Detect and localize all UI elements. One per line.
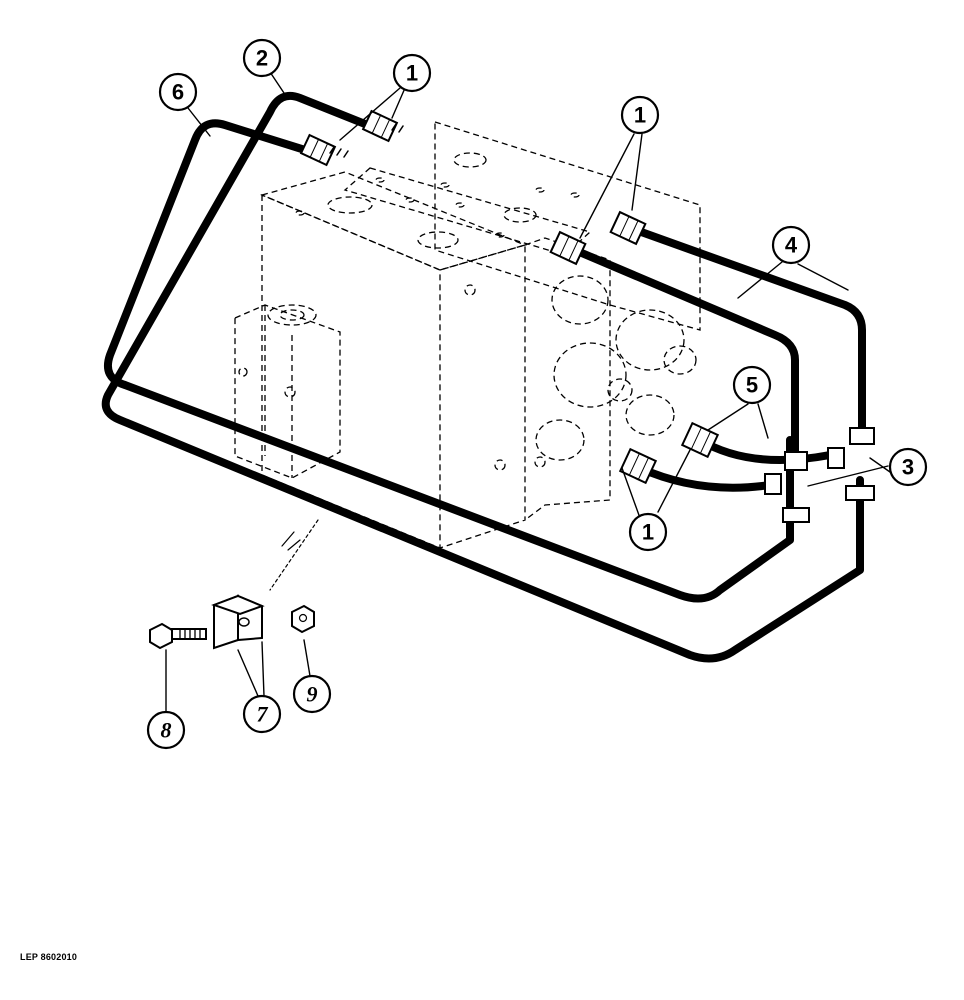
callout-1b: 1 bbox=[620, 95, 660, 135]
callout-9: 9 bbox=[292, 674, 332, 714]
callout-8: 8 bbox=[146, 710, 186, 750]
callout-8-label: 8 bbox=[161, 718, 172, 743]
control-valve-block bbox=[234, 121, 701, 549]
callout-7: 7 bbox=[242, 694, 282, 734]
callout-2: 2 bbox=[242, 38, 282, 78]
callout-4-label: 4 bbox=[785, 233, 798, 258]
callout-4: 4 bbox=[771, 225, 811, 265]
callout-1a: 1 bbox=[392, 53, 432, 93]
tee-fittings bbox=[764, 427, 875, 523]
figure-id: LEP 8602010 bbox=[20, 952, 78, 962]
callout-5-label: 5 bbox=[746, 373, 758, 398]
callout-1c-label: 1 bbox=[642, 520, 654, 545]
bolt-8 bbox=[149, 622, 207, 650]
clamp-7 bbox=[211, 594, 265, 650]
callout-3-label: 3 bbox=[902, 455, 914, 480]
callout-6-label: 6 bbox=[172, 80, 184, 105]
callout-1a-label: 1 bbox=[406, 61, 418, 86]
tube-2 bbox=[101, 91, 864, 663]
tube-6 bbox=[103, 119, 794, 603]
clamp-hardware bbox=[149, 519, 319, 650]
callout-6: 6 bbox=[158, 72, 198, 112]
tube-4 bbox=[566, 224, 866, 459]
leader-lines bbox=[165, 71, 891, 713]
callout-9-label: 9 bbox=[307, 682, 318, 707]
callout-7-label: 7 bbox=[257, 702, 269, 727]
callout-3: 3 bbox=[888, 447, 928, 487]
nut-9 bbox=[291, 604, 315, 634]
callout-2-label: 2 bbox=[256, 46, 268, 71]
callout-1b-label: 1 bbox=[634, 103, 646, 128]
tube-nuts bbox=[299, 109, 720, 485]
callout-1c: 1 bbox=[628, 512, 668, 552]
callout-5: 5 bbox=[732, 365, 772, 405]
